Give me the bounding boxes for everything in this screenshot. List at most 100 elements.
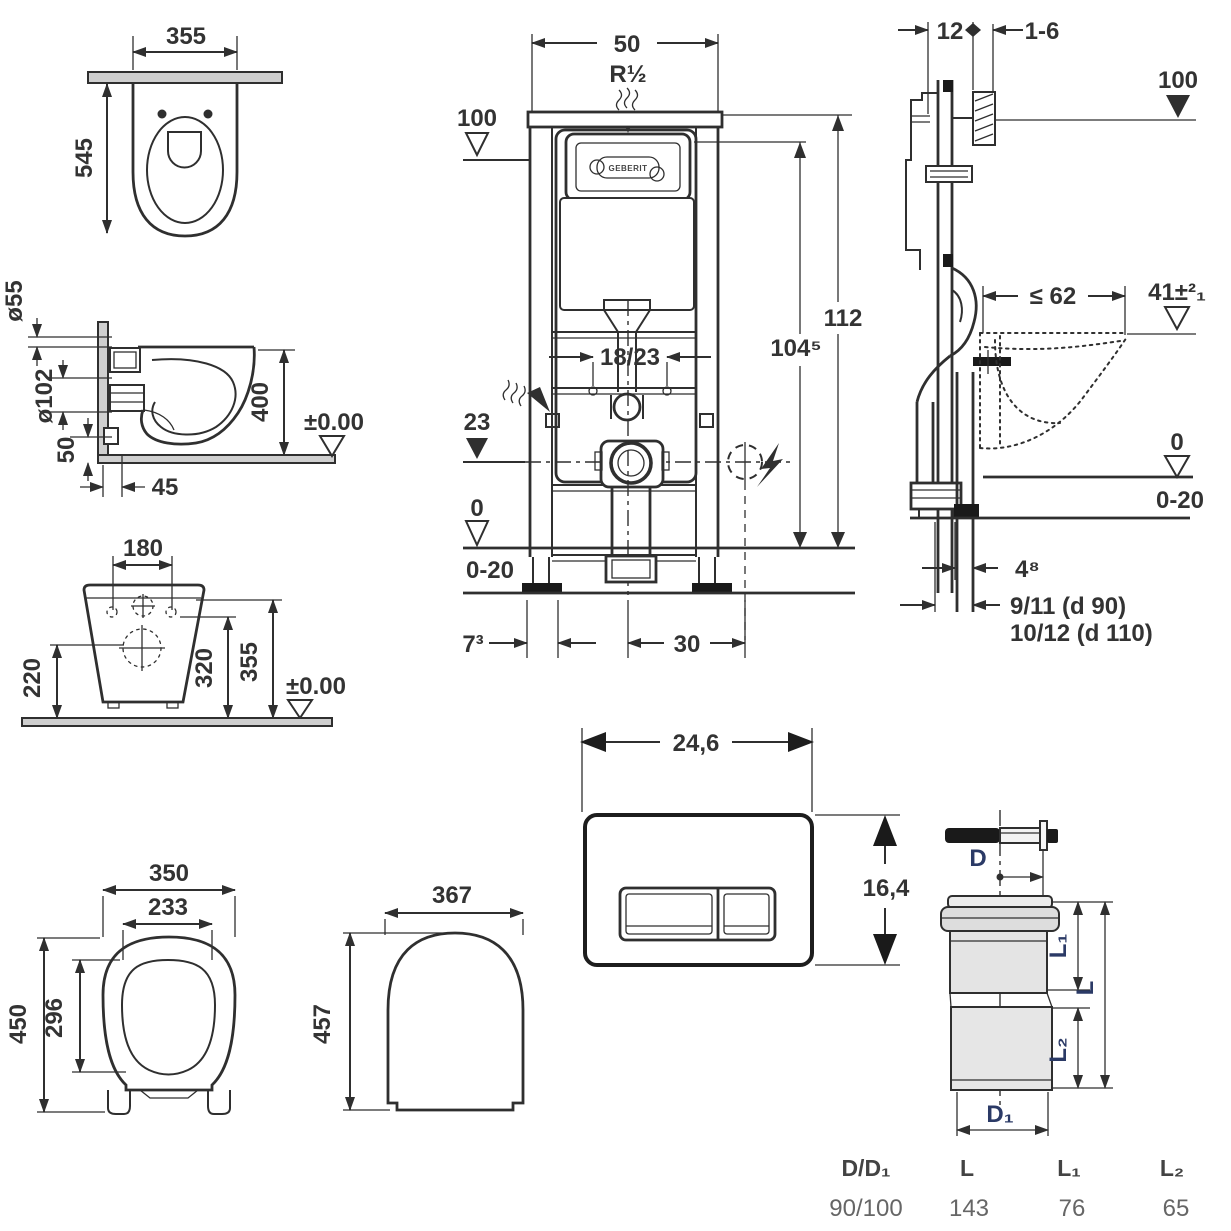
floor-range-label: 0-20: [466, 557, 514, 584]
floor-section: [21, 717, 333, 727]
lid-top-view: 367 457: [309, 882, 525, 1112]
dim-inlet-height: 23: [464, 409, 491, 436]
inspection-shaft: [972, 91, 996, 146]
flush-buttons: [618, 886, 777, 942]
drain-socket: [609, 441, 653, 485]
flush-valve: [612, 392, 642, 422]
fixing-nut: [103, 427, 119, 445]
bowl-outline: [131, 83, 239, 238]
level-triangle-filled-icon: [1166, 95, 1190, 118]
dim-outlet-offset: 30: [674, 631, 701, 658]
water-inlet-icon: [502, 379, 550, 412]
dim-inlet-diameter: ø55: [1, 280, 28, 321]
lightning-bolt-icon: [757, 443, 783, 487]
level-triangle-icon: [1163, 306, 1191, 332]
frame-front-view: 50 R½ 100 GEBERIT: [457, 31, 862, 658]
floor-section: [97, 454, 336, 464]
dim-plate-width: 24,6: [673, 730, 720, 757]
table-value-l: 143: [949, 1195, 989, 1222]
pan-outline: [82, 583, 206, 704]
level-triangle-icon: [286, 699, 314, 720]
foot-plate: [692, 583, 732, 592]
dim-frame-width: 50: [614, 31, 641, 58]
table-header-dd1: D/D₁: [841, 1155, 890, 1181]
seat-top-view: 350 233 450 296: [5, 860, 237, 1115]
dim-drain-height: 220: [19, 658, 46, 698]
dim-adapter-l: L: [1072, 981, 1099, 996]
flush-plate-view: 24,6 16,4: [580, 728, 910, 967]
mount-hole: [157, 109, 167, 119]
bowl-profile: [139, 346, 256, 446]
table-value-dd1: 90/100: [829, 1195, 902, 1222]
dim-supply-height: 100: [1158, 67, 1198, 94]
dim-frame-height: 112: [824, 305, 863, 332]
level-triangle-icon: [1163, 455, 1191, 480]
double-arrow-icon: [965, 23, 981, 37]
foot-plate: [522, 583, 562, 592]
seat-outline: [101, 935, 237, 1092]
flush-opening: [167, 131, 202, 169]
dim-bolt-height: 320: [191, 648, 218, 688]
table-header-l: L: [960, 1155, 974, 1181]
pan-dashed-outline: [979, 332, 1128, 450]
seal-pipe: [945, 828, 1000, 843]
dim-lid-width: 367: [432, 882, 472, 909]
dim-supply-span: 18/23: [600, 344, 660, 371]
size-table: D/D₁ L L₁ L₂ 90/100 143 76 65: [829, 1155, 1189, 1222]
table-value-l2: 65: [1163, 1195, 1190, 1222]
fixing-bolt: [973, 357, 1011, 366]
big-flush-button: [625, 893, 713, 935]
cistern-profile: [905, 92, 938, 270]
dim-seat-depth: 450: [5, 1004, 32, 1044]
dim-adapter-d: D: [969, 845, 986, 872]
tank: [559, 197, 695, 311]
dim-seat-inner-width: 233: [148, 894, 188, 921]
pipe-clamp: [925, 165, 973, 183]
electrical-box: [727, 444, 763, 480]
dim-wall-offset: 45: [152, 474, 179, 501]
level-triangle-filled-icon: [466, 438, 488, 459]
drain-adapter-view: D L₁ L L₂ D₁: [940, 810, 1113, 1136]
toilet-rear-view: 180 220 320 355 ±0.00: [19, 535, 346, 727]
dim-cistern-ref: 104⁵: [770, 335, 821, 362]
adapter-collar: [940, 906, 1060, 932]
wall-section: [87, 71, 283, 84]
dim-lid-depth: 457: [309, 1004, 336, 1044]
dim-drain-diameter: ø102: [31, 369, 58, 424]
floor-range-label: 0-20: [1156, 487, 1204, 514]
dim-toilet-top-width: 355: [166, 23, 206, 50]
toilet-top-view: 355 545: [71, 23, 283, 238]
level-triangle-icon: [318, 435, 346, 458]
dim-pan-depth: ≤ 62: [1030, 283, 1077, 310]
flush-bend: [949, 266, 978, 358]
dim-rim-height: 400: [247, 382, 274, 422]
dim-adapter-d1: D₁: [986, 1101, 1013, 1128]
foot-plate: [954, 504, 979, 518]
dim-drain-d90: 9/11 (d 90): [1010, 593, 1126, 620]
toilet-side-view: ø55 ø102 50 45 400 ±0.00: [1, 280, 364, 501]
dim-adapter-l2: L₂: [1045, 1037, 1072, 1062]
table-header-l1: L₁: [1057, 1155, 1081, 1181]
level-label: ±0.00: [304, 409, 364, 436]
dim-supply-height: 100: [457, 105, 497, 132]
dim-adapter-l1: L₁: [1045, 934, 1072, 959]
thread-label: R½: [609, 61, 646, 88]
level-triangle-icon: [464, 520, 490, 548]
brand-label: GEBERIT: [608, 164, 647, 173]
dim-bottom-offset: 50: [53, 437, 80, 464]
dim-drain-d110: 10/12 (d 110): [1010, 620, 1153, 647]
dim-wall-offset: 4⁸: [1015, 556, 1040, 583]
drain-collar: [909, 481, 963, 511]
dim-seat-inner-depth: 296: [41, 998, 68, 1038]
zero-level-label: 0: [1170, 429, 1183, 456]
flush-plate: [583, 813, 814, 967]
dim-panel-range: 1-6: [1025, 18, 1060, 45]
dim-plate-height: 16,4: [863, 875, 910, 902]
lid-outline: [386, 931, 525, 1112]
hinge-tab: [207, 1090, 231, 1115]
frame-side-view: 12 1-6 100: [898, 18, 1206, 647]
mount-hole: [203, 109, 213, 119]
level-label: ±0.00: [286, 673, 346, 700]
dim-bolt-spacing: 180: [123, 535, 163, 562]
